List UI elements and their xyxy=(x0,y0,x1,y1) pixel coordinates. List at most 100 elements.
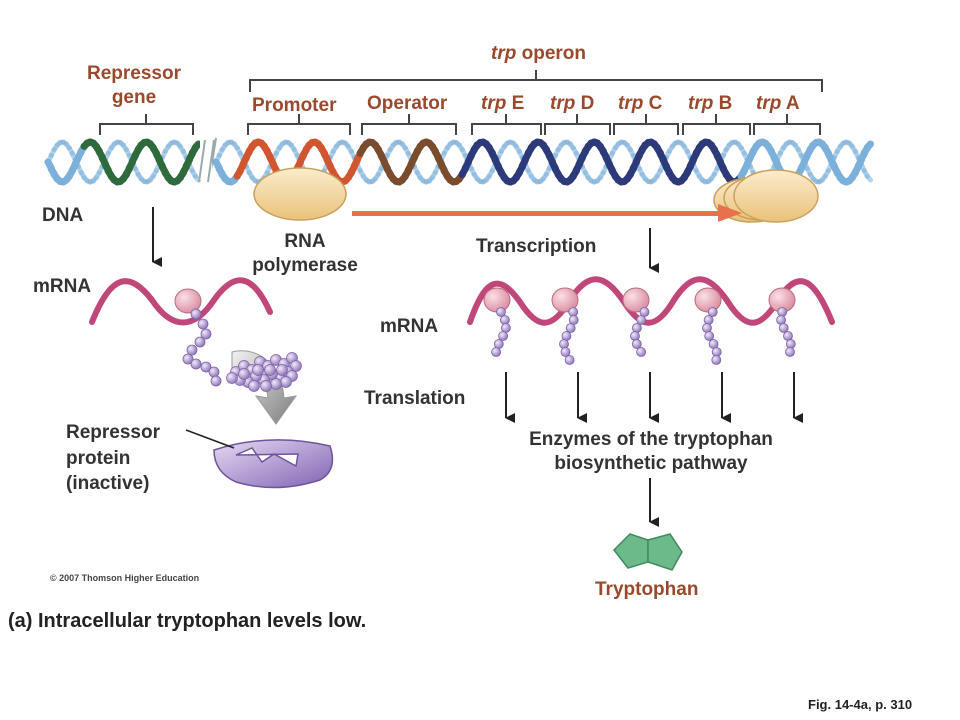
promoter-label: Promoter xyxy=(252,95,337,116)
folded-polypeptide xyxy=(226,352,302,392)
amino-acid-bead xyxy=(264,364,276,376)
trp-b-suffix: B xyxy=(713,93,733,114)
ribosome xyxy=(551,287,579,313)
trp-b-bracket xyxy=(682,114,751,135)
trp-c-suffix: C xyxy=(643,93,663,114)
amino-acid-bead xyxy=(707,307,718,317)
ribosomes-right xyxy=(483,287,796,365)
dna-strand-segment xyxy=(863,140,874,152)
trp-c-prefix: trp xyxy=(618,93,644,114)
trp-c-bracket xyxy=(613,114,679,135)
trp-d-prefix: trp xyxy=(550,93,576,114)
transcription-label: Transcription xyxy=(476,236,597,257)
amino-acid-bead xyxy=(186,344,198,356)
amino-acid-bead xyxy=(270,378,282,390)
amino-acid-bead xyxy=(711,355,722,365)
figure-reference: Fig. 14-4a, p. 310 xyxy=(808,697,913,712)
dna-strand-segment xyxy=(864,173,873,183)
amino-acid-bead xyxy=(252,364,264,376)
dna-strand-segment xyxy=(192,173,201,183)
amino-acid-bead xyxy=(182,353,194,365)
amino-acid-bead xyxy=(636,315,647,325)
amino-acid-bead xyxy=(785,347,795,357)
trp-c-label: trp C xyxy=(618,92,662,116)
repressor-gene-label: Repressor gene xyxy=(87,63,181,108)
repressor-pointer-line xyxy=(185,429,235,449)
amino-acid-bead xyxy=(499,315,510,325)
segment-brackets xyxy=(99,114,821,135)
amino-acid-bead xyxy=(496,307,506,317)
repressor-protein-label: Repressor protein (inactive) xyxy=(66,422,160,495)
trp-b-prefix: trp xyxy=(688,93,714,114)
amino-acid-bead xyxy=(777,307,788,317)
ribosome xyxy=(694,287,722,313)
ribosome xyxy=(483,287,511,313)
repressor-protein-shape xyxy=(213,439,334,489)
amino-acid-bead xyxy=(194,336,206,348)
amino-acid-bead xyxy=(565,323,576,333)
trp-e-bracket xyxy=(471,114,542,135)
amino-acid-bead xyxy=(778,323,789,333)
ribosome-left xyxy=(174,288,202,314)
amino-acid-bead xyxy=(208,366,220,378)
operator-label: Operator xyxy=(367,93,448,114)
dna-helix xyxy=(44,138,874,186)
trp-e-suffix: E xyxy=(506,93,525,114)
trp-b-label: trp B xyxy=(688,92,732,116)
polypeptide-chain-left xyxy=(182,308,222,387)
amino-acid-bead xyxy=(200,328,212,340)
amino-acid-bead xyxy=(632,323,642,333)
transcription-arrow xyxy=(352,204,742,222)
amino-acid-bead xyxy=(248,380,260,392)
amino-acid-bead xyxy=(704,331,715,341)
amino-acid-bead xyxy=(280,376,292,388)
amino-acid-bead xyxy=(631,339,642,349)
amino-acid-bead xyxy=(561,331,572,341)
enzymes-label: Enzymes of the tryptophan biosynthetic p… xyxy=(529,429,773,474)
trp-e-label: trp E xyxy=(481,92,524,116)
trp-d-bracket xyxy=(544,114,611,135)
amino-acid-bead xyxy=(238,368,250,380)
trp-d-suffix: D xyxy=(575,93,595,114)
operon-bracket xyxy=(249,70,823,92)
amino-acid-bead xyxy=(200,361,212,373)
dna-label: DNA xyxy=(42,205,84,226)
copyright-text: © 2007 Thomson Higher Education xyxy=(50,573,200,583)
trp-a-label: trp A xyxy=(756,92,800,116)
tryptophan-label: Tryptophan xyxy=(595,579,699,600)
amino-acid-bead xyxy=(785,339,796,349)
amino-acid-bead xyxy=(491,347,502,357)
figure-caption: (a) Intracellular tryptophan levels low. xyxy=(8,610,367,632)
amino-acid-bead xyxy=(703,315,714,325)
amino-acid-bead xyxy=(276,364,288,376)
amino-acid-bead xyxy=(560,347,571,357)
repressor-gene-bracket xyxy=(99,114,194,135)
trp-e-prefix: trp xyxy=(481,93,507,114)
trp-a-bracket xyxy=(753,114,821,135)
amino-acid-bead xyxy=(226,372,238,384)
amino-acid-bead xyxy=(210,375,222,387)
amino-acid-bead xyxy=(197,318,209,330)
operator-bracket xyxy=(361,114,457,135)
trp-a-suffix: A xyxy=(781,93,800,114)
operon-title-prefix: trp xyxy=(491,43,517,64)
rna-polymerase-promoter xyxy=(253,167,347,221)
trp-a-prefix: trp xyxy=(756,93,782,114)
mrna-right-label: mRNA xyxy=(380,316,439,337)
amino-acid-bead xyxy=(564,355,575,365)
amino-acid-bead xyxy=(190,308,202,320)
ribosome xyxy=(622,287,650,313)
amino-acid-bead xyxy=(559,339,569,349)
amino-acid-bead xyxy=(498,331,509,341)
amino-acid-bead xyxy=(636,347,646,357)
operon-title-suffix: operon xyxy=(516,43,586,64)
amino-acid-bead xyxy=(290,360,302,372)
amino-acid-bead xyxy=(260,380,272,392)
amino-acid-bead xyxy=(190,358,202,370)
flow-arrows xyxy=(152,207,803,527)
mrna-left-label: mRNA xyxy=(33,276,92,297)
rna-polymerase-label: RNA polymerase xyxy=(252,231,358,276)
amino-acid-bead xyxy=(702,323,712,333)
dna-strand-segment xyxy=(191,140,202,152)
